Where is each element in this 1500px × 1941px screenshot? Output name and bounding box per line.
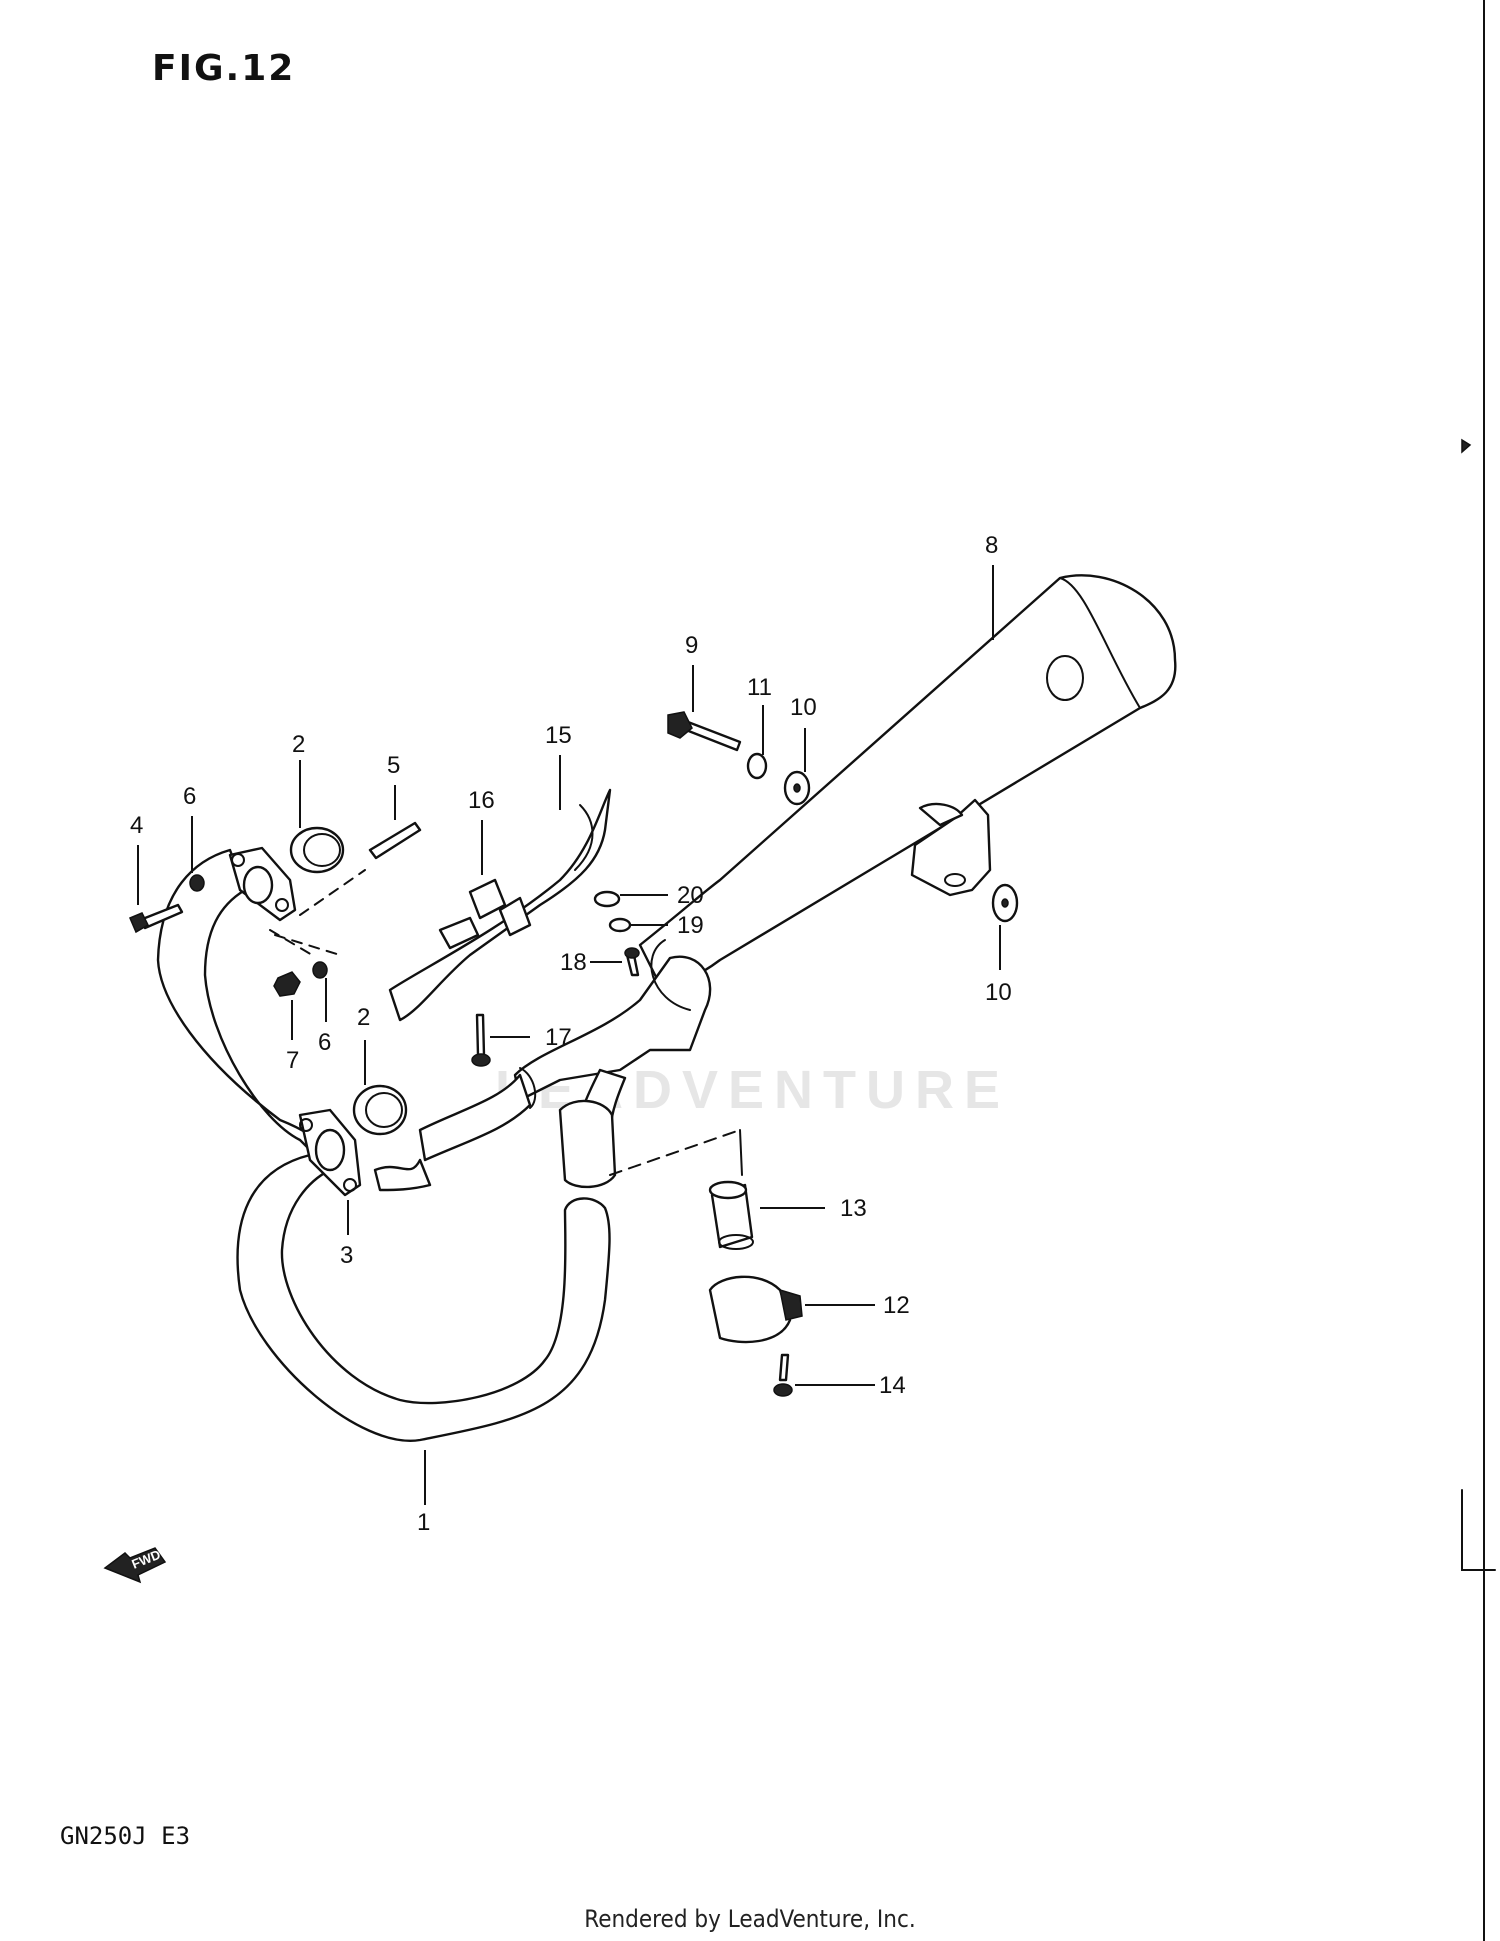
bolt-9[interactable]: [684, 720, 742, 752]
callout-10-upper[interactable]: 10: [790, 694, 817, 721]
callout-6-upper[interactable]: 6: [183, 783, 196, 810]
callout-6-lower[interactable]: 6: [318, 1029, 331, 1056]
washer-upper[interactable]: [189, 874, 205, 892]
callout-19[interactable]: 19: [677, 912, 704, 939]
stud[interactable]: [368, 821, 422, 860]
callout-20[interactable]: 20: [677, 882, 704, 909]
washer-20[interactable]: [593, 890, 621, 908]
callout-14[interactable]: 14: [879, 1372, 906, 1399]
muffler-bracket: [910, 798, 992, 897]
callout-12[interactable]: 12: [883, 1292, 910, 1319]
callout-3[interactable]: 3: [340, 1242, 353, 1269]
clamp[interactable]: [708, 1275, 792, 1344]
callout-15[interactable]: 15: [545, 722, 572, 749]
exhaust-pipe-upper: [418, 1073, 532, 1162]
spring-washer[interactable]: [746, 752, 768, 780]
gasket-upper[interactable]: [289, 826, 345, 874]
figure-title: FIG.12: [152, 48, 296, 89]
callout-4[interactable]: 4: [130, 812, 143, 839]
callout-5[interactable]: 5: [387, 752, 400, 779]
bolt-17[interactable]: [475, 1013, 486, 1057]
callout-17[interactable]: 17: [545, 1024, 572, 1051]
muffler[interactable]: [638, 574, 1177, 987]
callout-9[interactable]: 9: [685, 632, 698, 659]
callout-7[interactable]: 7: [286, 1047, 299, 1074]
bolt-14[interactable]: [778, 1353, 790, 1382]
callout-16[interactable]: 16: [468, 787, 495, 814]
model-code: GN250J E3: [60, 1822, 191, 1850]
callout-13[interactable]: 13: [840, 1195, 867, 1222]
exhaust-pipe[interactable]: [156, 848, 611, 1442]
fwd-arrow: [103, 1547, 167, 1584]
gasket-lower[interactable]: [352, 1084, 408, 1136]
callout-18[interactable]: 18: [560, 949, 587, 976]
callout-2-lower[interactable]: 2: [357, 1004, 370, 1031]
callout-10-lower[interactable]: 10: [985, 979, 1012, 1006]
render-credit: Rendered by LeadVenture, Inc.: [584, 1905, 916, 1933]
washer-lower[interactable]: [312, 961, 328, 979]
heat-shield[interactable]: [388, 788, 612, 1022]
callout-8[interactable]: 8: [985, 532, 998, 559]
callout-11[interactable]: 11: [747, 674, 772, 701]
callout-1[interactable]: 1: [417, 1509, 430, 1536]
muffler-tip-mark: [1046, 655, 1084, 701]
callout-2-upper[interactable]: 2: [292, 731, 305, 758]
washer-19[interactable]: [608, 917, 632, 933]
nut[interactable]: [273, 971, 301, 997]
